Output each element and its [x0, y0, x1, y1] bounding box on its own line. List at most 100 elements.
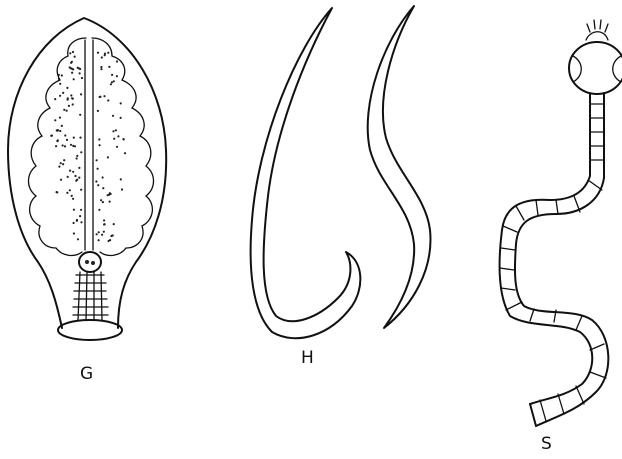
- stipple-dot: [79, 68, 81, 70]
- stipple-dot: [103, 231, 105, 233]
- stipple-dot: [100, 68, 102, 70]
- stipple-dot: [109, 201, 111, 203]
- stipple-dot: [72, 198, 74, 200]
- stipple-dot: [112, 130, 114, 132]
- stipple-dot: [116, 60, 118, 62]
- stipple-dot: [97, 168, 99, 170]
- stipple-dot: [80, 93, 82, 95]
- stipple-dot: [80, 189, 82, 191]
- stipple-dot: [59, 117, 61, 119]
- stipple-dot: [69, 170, 71, 172]
- stipple-dot: [96, 233, 98, 235]
- stipple-dot: [78, 177, 80, 179]
- stipple-dot: [117, 135, 119, 137]
- stipple-dot: [111, 74, 113, 76]
- stipple-dot: [79, 72, 81, 74]
- stipple-dot: [61, 74, 63, 76]
- stipple-dot: [113, 80, 115, 82]
- figure-h-drawing: [251, 6, 431, 338]
- stipple-dot: [80, 151, 82, 153]
- stipple-dot: [58, 78, 60, 80]
- stipple-dot: [67, 176, 69, 178]
- stipple-dot: [113, 138, 115, 140]
- figure-g-drawing: [8, 18, 166, 340]
- stipple-dot: [103, 95, 105, 97]
- stipple-dot: [96, 159, 98, 161]
- figure-g-basal-disc: [58, 320, 122, 340]
- stipple-dot: [76, 220, 78, 222]
- stipple-dot: [120, 178, 122, 180]
- stipple-dot: [56, 191, 58, 193]
- figure-g-wavy-inner-region: [29, 38, 154, 255]
- stipple-dot: [60, 162, 62, 164]
- stipple-dot: [59, 95, 61, 97]
- stipple-dot: [102, 187, 104, 189]
- stipple-dot: [98, 138, 100, 140]
- stipple-dot: [107, 99, 109, 101]
- stipple-dot: [59, 83, 61, 85]
- figure-s-head: [569, 42, 622, 94]
- stipple-dot: [100, 66, 102, 68]
- stipple-dot: [107, 52, 109, 54]
- stipple-dot: [104, 54, 106, 56]
- figure-h-left-hook: [251, 8, 361, 338]
- stipple-dot: [69, 189, 71, 191]
- figure-h-label: H: [301, 348, 314, 368]
- stipple-dot: [63, 159, 65, 161]
- stipple-dot: [111, 81, 113, 83]
- stipple-dot: [72, 68, 74, 70]
- figure-s-body-left-edge: [500, 93, 593, 404]
- stipple-dot: [54, 119, 56, 121]
- stipple-dot: [81, 77, 83, 79]
- stipple-dot: [124, 152, 126, 154]
- stipple-dot: [73, 137, 75, 139]
- stipple-dot: [79, 137, 81, 139]
- stipple-dot: [59, 130, 61, 132]
- stipple-dot: [68, 105, 70, 107]
- stipple-dot: [76, 157, 78, 159]
- stipple-dot: [72, 51, 74, 53]
- stipple-dot: [116, 75, 118, 77]
- figure-g-crosshatch-neck: [73, 272, 108, 320]
- stipple-dot: [73, 222, 75, 224]
- stipple-dot: [121, 188, 123, 190]
- stipple-dot: [55, 145, 57, 147]
- stipple-dot: [71, 72, 73, 74]
- stipple-dot: [72, 171, 74, 173]
- stipple-dot: [72, 98, 74, 100]
- stipple-dot: [73, 209, 75, 211]
- stipple-dot: [107, 194, 109, 196]
- stipple-dot: [97, 52, 99, 54]
- stipple-dot: [109, 192, 111, 194]
- figure-g-central-canal: [85, 40, 93, 250]
- stipple-dot: [73, 232, 75, 234]
- stipple-dot: [71, 195, 73, 197]
- figure-g-stipple: [50, 51, 126, 242]
- stipple-dot: [66, 139, 68, 141]
- stipple-dot: [102, 201, 104, 203]
- figure-g-label: G: [80, 364, 93, 384]
- stipple-dot: [72, 103, 74, 105]
- stipple-dot: [66, 110, 68, 112]
- stipple-dot: [79, 114, 81, 116]
- stipple-dot: [62, 92, 64, 94]
- stipple-dot: [54, 98, 56, 100]
- stipple-dot: [101, 234, 103, 236]
- stipple-dot: [79, 215, 81, 217]
- stipple-dot: [103, 219, 105, 221]
- figure-s-bristles: [586, 20, 608, 40]
- stipple-dot: [113, 223, 115, 225]
- stipple-dot: [95, 180, 97, 182]
- stipple-dot: [112, 234, 114, 236]
- stipple-dot: [70, 94, 72, 96]
- stipple-dot: [76, 155, 78, 157]
- stipple-dot: [75, 180, 77, 182]
- stipple-dot: [70, 144, 72, 146]
- stipple-dot: [108, 66, 110, 68]
- stipple-dot: [57, 139, 59, 141]
- stipple-dot: [103, 223, 105, 225]
- stipple-dot: [97, 110, 99, 112]
- stipple-dot: [60, 179, 62, 181]
- stipple-dot: [51, 135, 53, 137]
